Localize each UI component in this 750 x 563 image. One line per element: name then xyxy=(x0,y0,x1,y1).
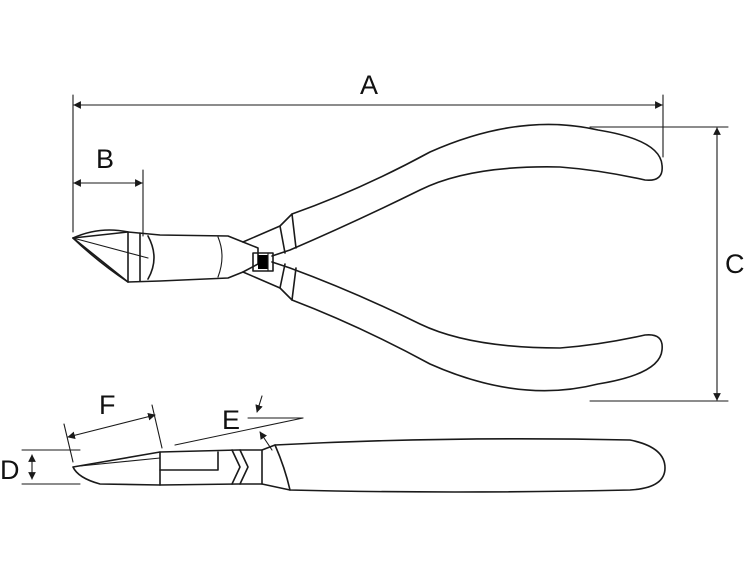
upper-handle xyxy=(242,123,663,257)
dimension-a xyxy=(72,94,664,233)
label-d: D xyxy=(0,455,20,485)
dimension-c xyxy=(589,126,729,402)
label-b: B xyxy=(96,144,114,174)
label-c: C xyxy=(725,249,745,279)
label-e: E xyxy=(222,405,240,435)
lower-handle xyxy=(242,261,663,392)
pliers-side-view xyxy=(72,437,666,493)
pliers-top-view xyxy=(72,123,663,392)
label-a: A xyxy=(360,70,378,100)
dimension-f xyxy=(63,404,163,463)
cutting-jaw xyxy=(72,231,259,283)
dimension-e xyxy=(174,395,304,451)
side-view-body xyxy=(72,437,666,493)
dimension-b xyxy=(73,169,144,237)
joint-block xyxy=(258,255,268,269)
label-f: F xyxy=(99,390,116,420)
